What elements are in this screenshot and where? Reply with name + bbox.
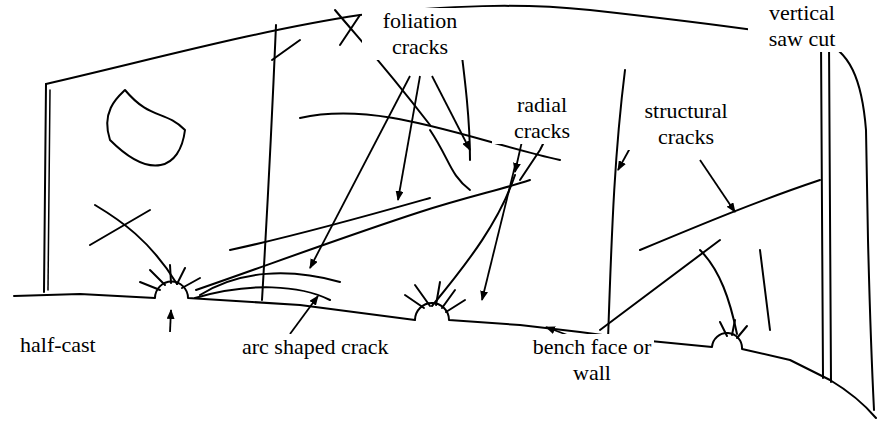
callout-label: arc shaped crack [240,334,391,360]
callout-label: vertical saw cut [748,0,856,52]
callout-label: radial cracks [492,92,592,144]
callout-label: structural cracks [625,98,747,150]
callout-label: bench face or wall [530,334,654,386]
callout-label: half-cast [18,332,98,358]
callout-label: foliation cracks [362,8,478,60]
